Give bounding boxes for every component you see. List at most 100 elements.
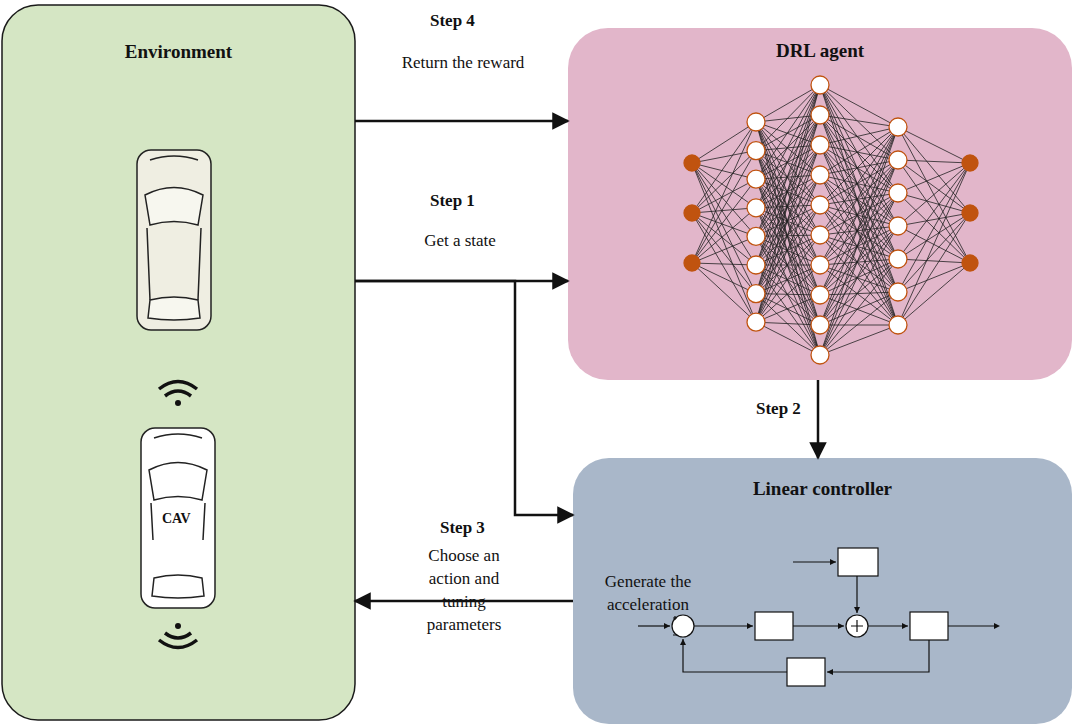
network-link — [898, 127, 970, 213]
network-link — [898, 259, 970, 263]
neuron — [811, 76, 829, 94]
network-link — [898, 160, 970, 163]
network-link — [692, 163, 756, 179]
network-link — [756, 115, 820, 322]
edge-label: Get a state — [400, 230, 520, 253]
network-link — [820, 127, 898, 205]
neuron — [889, 316, 907, 334]
car-illustration — [137, 150, 211, 330]
network-link — [820, 226, 898, 355]
network-link — [692, 122, 756, 263]
network-link — [820, 85, 898, 160]
network-link — [756, 208, 820, 355]
neuron — [811, 196, 829, 214]
neuron — [962, 155, 978, 171]
network-link — [692, 263, 756, 294]
network-link — [756, 205, 820, 322]
neuron — [811, 226, 829, 244]
network-link — [820, 292, 898, 355]
network-link — [756, 295, 820, 322]
network-link — [820, 115, 898, 127]
neuron — [747, 113, 765, 131]
network-link — [898, 163, 970, 325]
neuron — [889, 283, 907, 301]
cav-illustration — [141, 428, 215, 608]
network-link — [820, 115, 898, 259]
network-link — [898, 160, 970, 263]
network-link — [756, 175, 820, 322]
network-link — [756, 235, 820, 265]
network-link — [692, 213, 756, 294]
step-label: Step 4 — [430, 10, 475, 33]
edge-label: Generate the acceleration — [573, 571, 723, 617]
network-link — [756, 322, 820, 355]
network-link — [820, 115, 898, 160]
environment-panel — [2, 5, 355, 720]
neuron — [684, 155, 700, 171]
neuron — [811, 346, 829, 364]
network-link — [820, 235, 898, 259]
panel-box: DRL agent — [568, 28, 1072, 380]
neuron — [747, 227, 765, 245]
flow-arrow — [355, 120, 568, 123]
network-link — [820, 127, 898, 175]
network-link — [756, 265, 820, 294]
network-link — [692, 208, 756, 263]
network-link — [820, 127, 898, 295]
network-link — [820, 127, 898, 145]
panel-title: Linear controller — [573, 478, 1072, 500]
network-link — [820, 193, 898, 325]
step-label: Step 2 — [756, 398, 801, 421]
edge-label: Choose an action and tuning parameters — [408, 545, 520, 637]
neuron — [684, 205, 700, 221]
network-link — [820, 160, 898, 355]
network-link — [898, 213, 970, 325]
network-link — [898, 127, 970, 163]
network-link — [692, 151, 756, 163]
network-link — [820, 145, 898, 325]
network-link — [820, 193, 898, 355]
network-link — [898, 163, 970, 226]
network-link — [820, 127, 898, 355]
network-link — [820, 226, 898, 295]
controller-panel — [573, 458, 1072, 724]
neuron — [747, 199, 765, 217]
network-link — [756, 85, 820, 294]
network-link — [898, 263, 970, 292]
neuron — [889, 151, 907, 169]
network-link — [692, 263, 756, 322]
network-link — [820, 160, 898, 235]
network-link — [692, 151, 756, 263]
flow-arrow — [817, 380, 820, 458]
step-label: Step 1 — [430, 190, 475, 213]
neuron — [747, 285, 765, 303]
neural-network — [684, 76, 978, 364]
network-link — [820, 127, 898, 325]
network-link — [756, 85, 820, 322]
neuron — [889, 217, 907, 235]
neuron — [811, 166, 829, 184]
network-link — [820, 193, 898, 265]
neuron — [811, 316, 829, 334]
neuron — [962, 205, 978, 221]
vehicle-label: CAV — [162, 510, 191, 529]
panel-box: Environment — [2, 5, 355, 720]
network-link — [692, 151, 756, 213]
neuron — [747, 313, 765, 331]
neuron — [811, 286, 829, 304]
neuron — [684, 255, 700, 271]
network-link — [820, 160, 898, 325]
network-link — [820, 259, 898, 325]
edge-label: Return the reward — [368, 52, 558, 75]
network-link — [898, 213, 970, 292]
neuron — [889, 118, 907, 136]
network-link — [692, 236, 756, 263]
network-link — [898, 127, 970, 263]
network-link — [692, 213, 756, 322]
network-link — [692, 179, 756, 263]
block-diagram — [638, 548, 1000, 686]
network-link — [756, 205, 820, 236]
agent-panel — [568, 28, 1072, 380]
wireless-icon — [159, 382, 197, 648]
